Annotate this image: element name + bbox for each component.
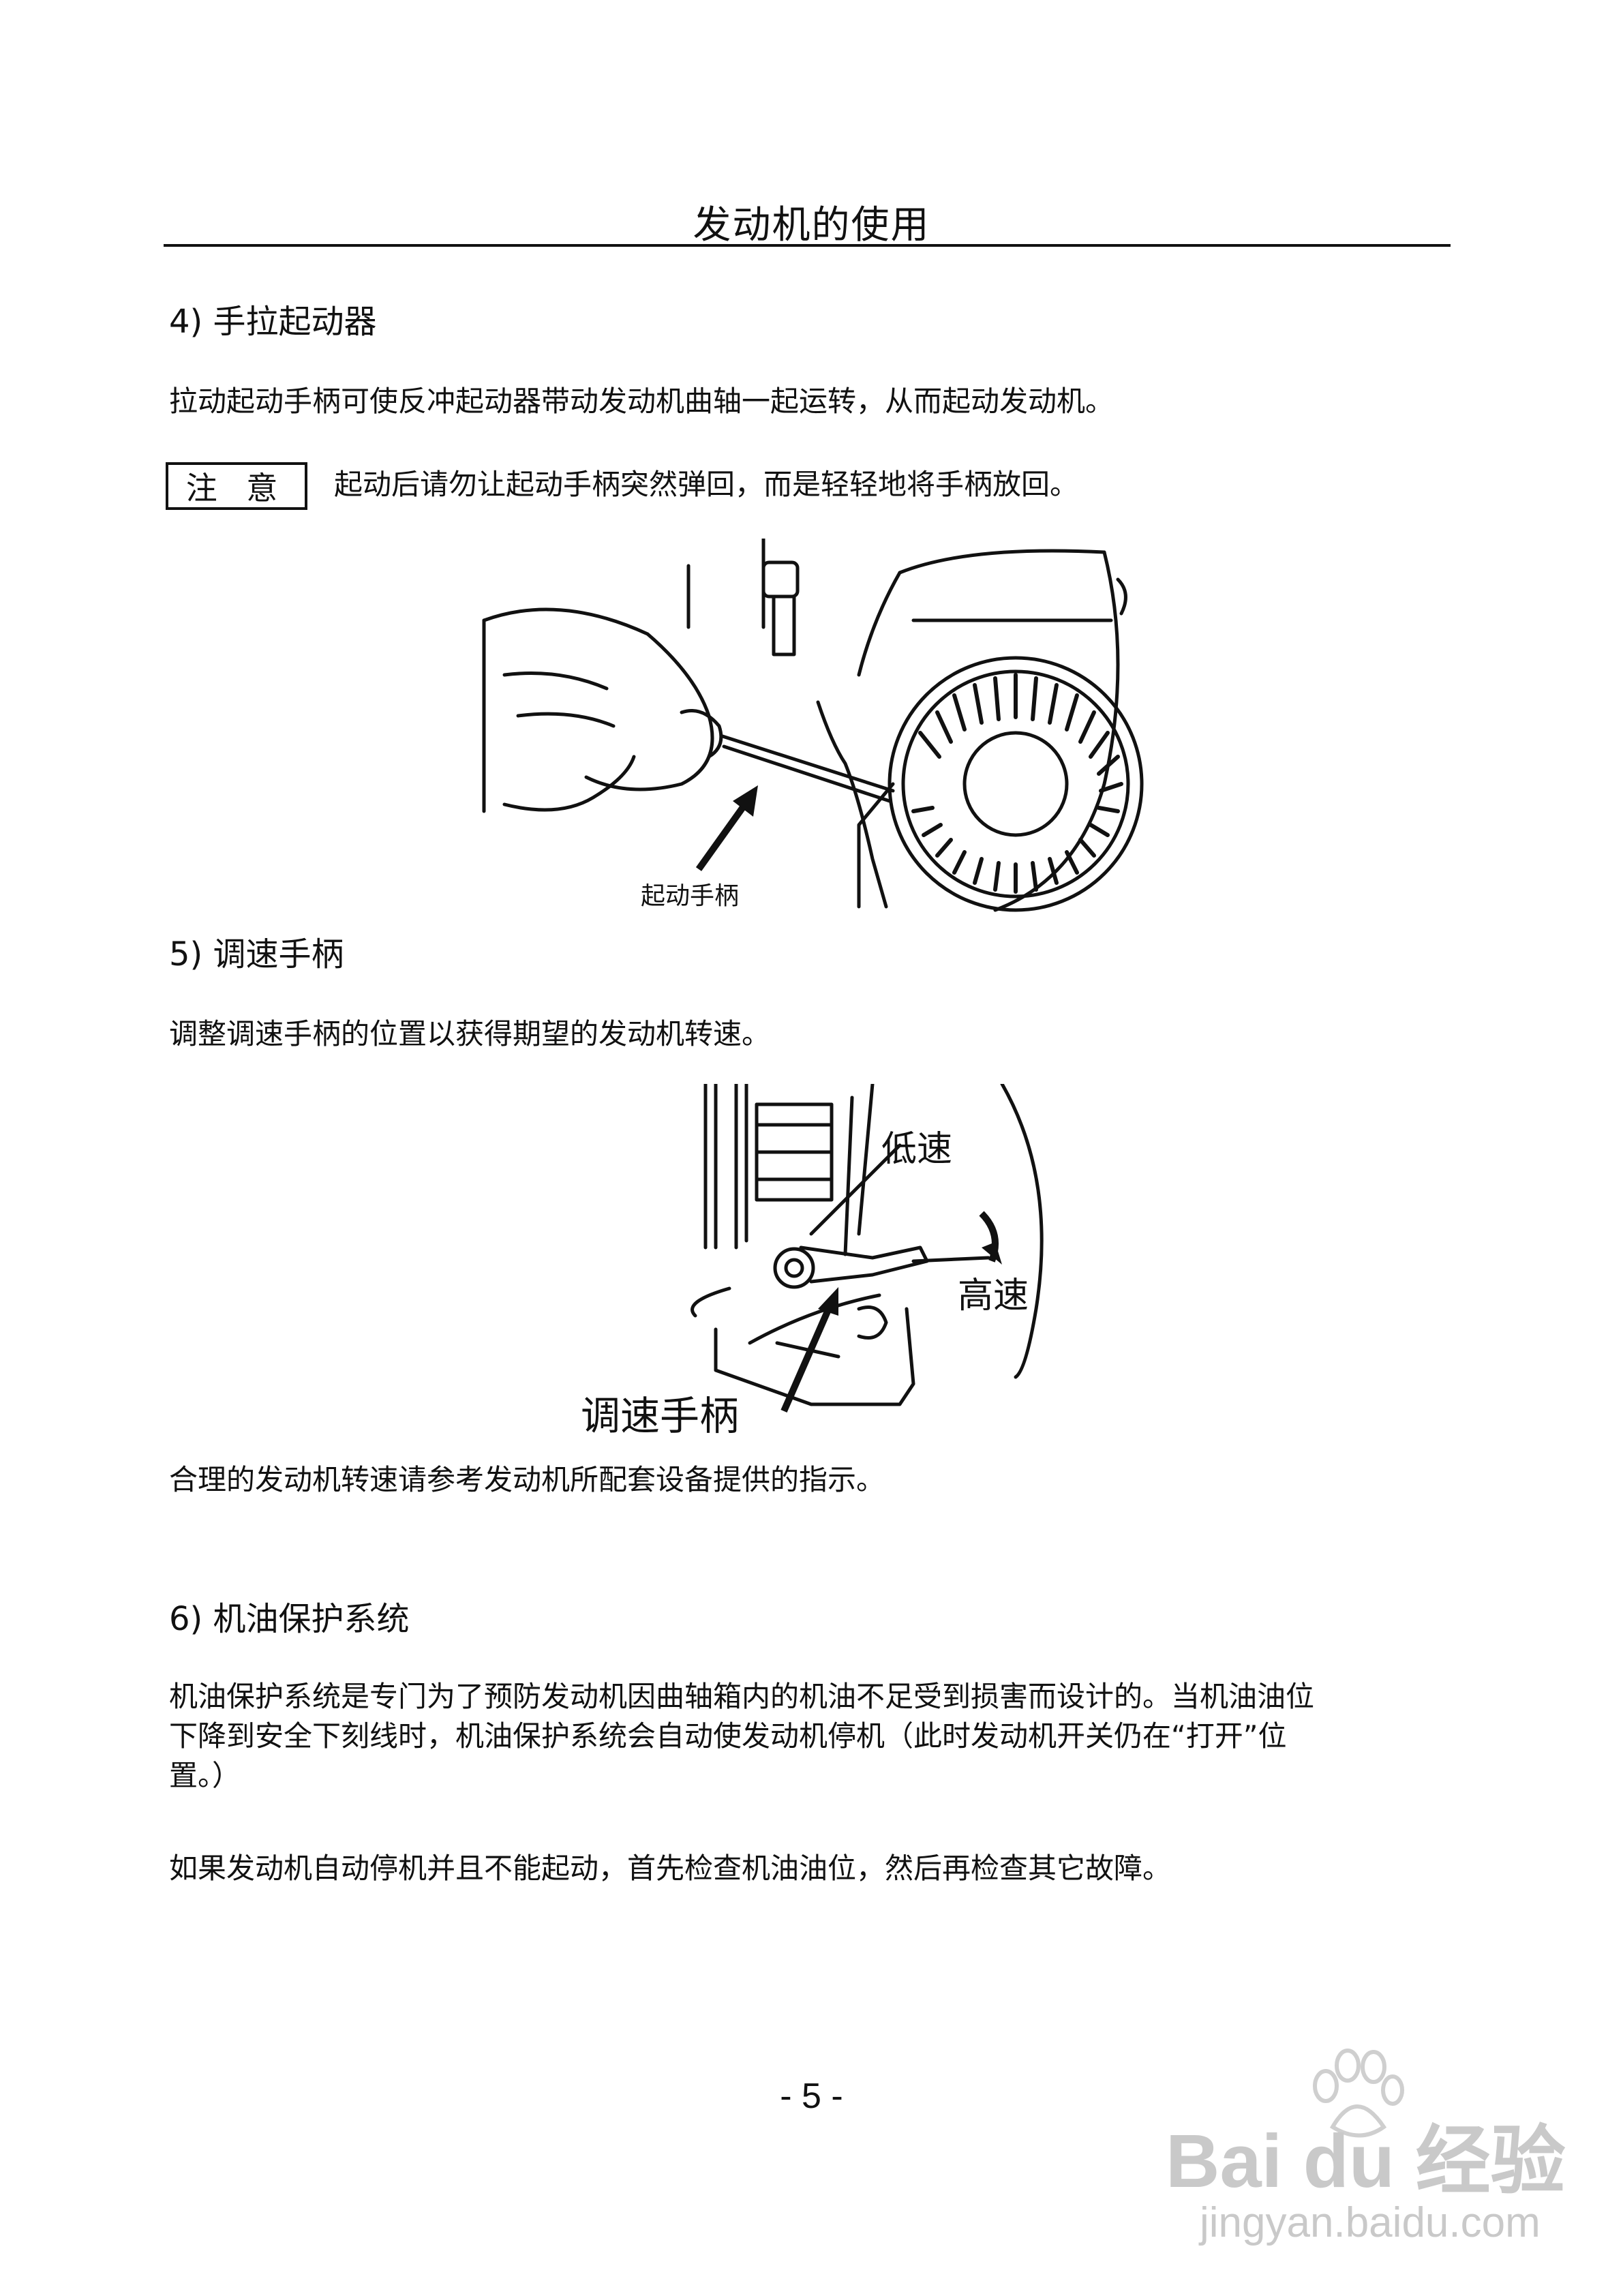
label-high-speed: 高速 <box>958 1275 1029 1316</box>
notice-badge: 注 意 <box>166 462 307 510</box>
header-divider <box>164 244 1451 247</box>
paragraph-recoil-starter: 拉动起动手柄可使反冲起动器带动发动机曲轴一起运转，从而起动发动机。 <box>169 384 1114 418</box>
notice-text: 起动后请勿让起动手柄突然弹回，而是轻轻地将手柄放回。 <box>334 468 1079 501</box>
watermark-url: jingyan.baidu.com <box>1200 2199 1541 2246</box>
paragraph-speed-note: 合理的发动机转速请参考发动机所配套设备提供的指示。 <box>169 1463 885 1496</box>
paragraph-oil-alert-line-2: 下降到安全下刻线时，机油保护系统会自动使发动机停机（此时发动机开关仍在“打开”位 <box>169 1719 1287 1753</box>
section-title-recoil-starter: 4) 手拉起动器 <box>169 303 377 341</box>
label-starter-handle: 起动手柄 <box>641 882 740 910</box>
watermark-logo: Bai du 经验 <box>1166 2119 1566 2203</box>
section-title-oil-alert: 6) 机油保护系统 <box>169 1600 410 1638</box>
paragraph-oil-alert-line-1: 机油保护系统是专门为了预防发动机因曲轴箱内的机油不足受到损害而设计的。当机油油位 <box>169 1680 1315 1713</box>
paragraph-oil-alert-check: 如果发动机自动停机并且不能起动，首先检查机油油位，然后再检查其它故障。 <box>169 1852 1172 1885</box>
paragraph-oil-alert-line-3: 置。） <box>169 1759 241 1792</box>
label-low-speed: 低速 <box>881 1129 953 1170</box>
section-title-throttle-lever: 5) 调速手柄 <box>169 935 344 973</box>
label-throttle-lever: 调速手柄 <box>581 1393 740 1439</box>
baidu-paw-logo <box>1313 2049 1404 2138</box>
figure-recoil-starter <box>482 539 1144 912</box>
page-number: - 5 - <box>780 2076 843 2116</box>
paragraph-throttle-lever: 调整调速手柄的位置以获得期望的发动机转速。 <box>169 1017 771 1051</box>
page-header-title: 发动机的使用 <box>693 203 930 247</box>
figure-throttle-lever <box>691 1084 1044 1413</box>
